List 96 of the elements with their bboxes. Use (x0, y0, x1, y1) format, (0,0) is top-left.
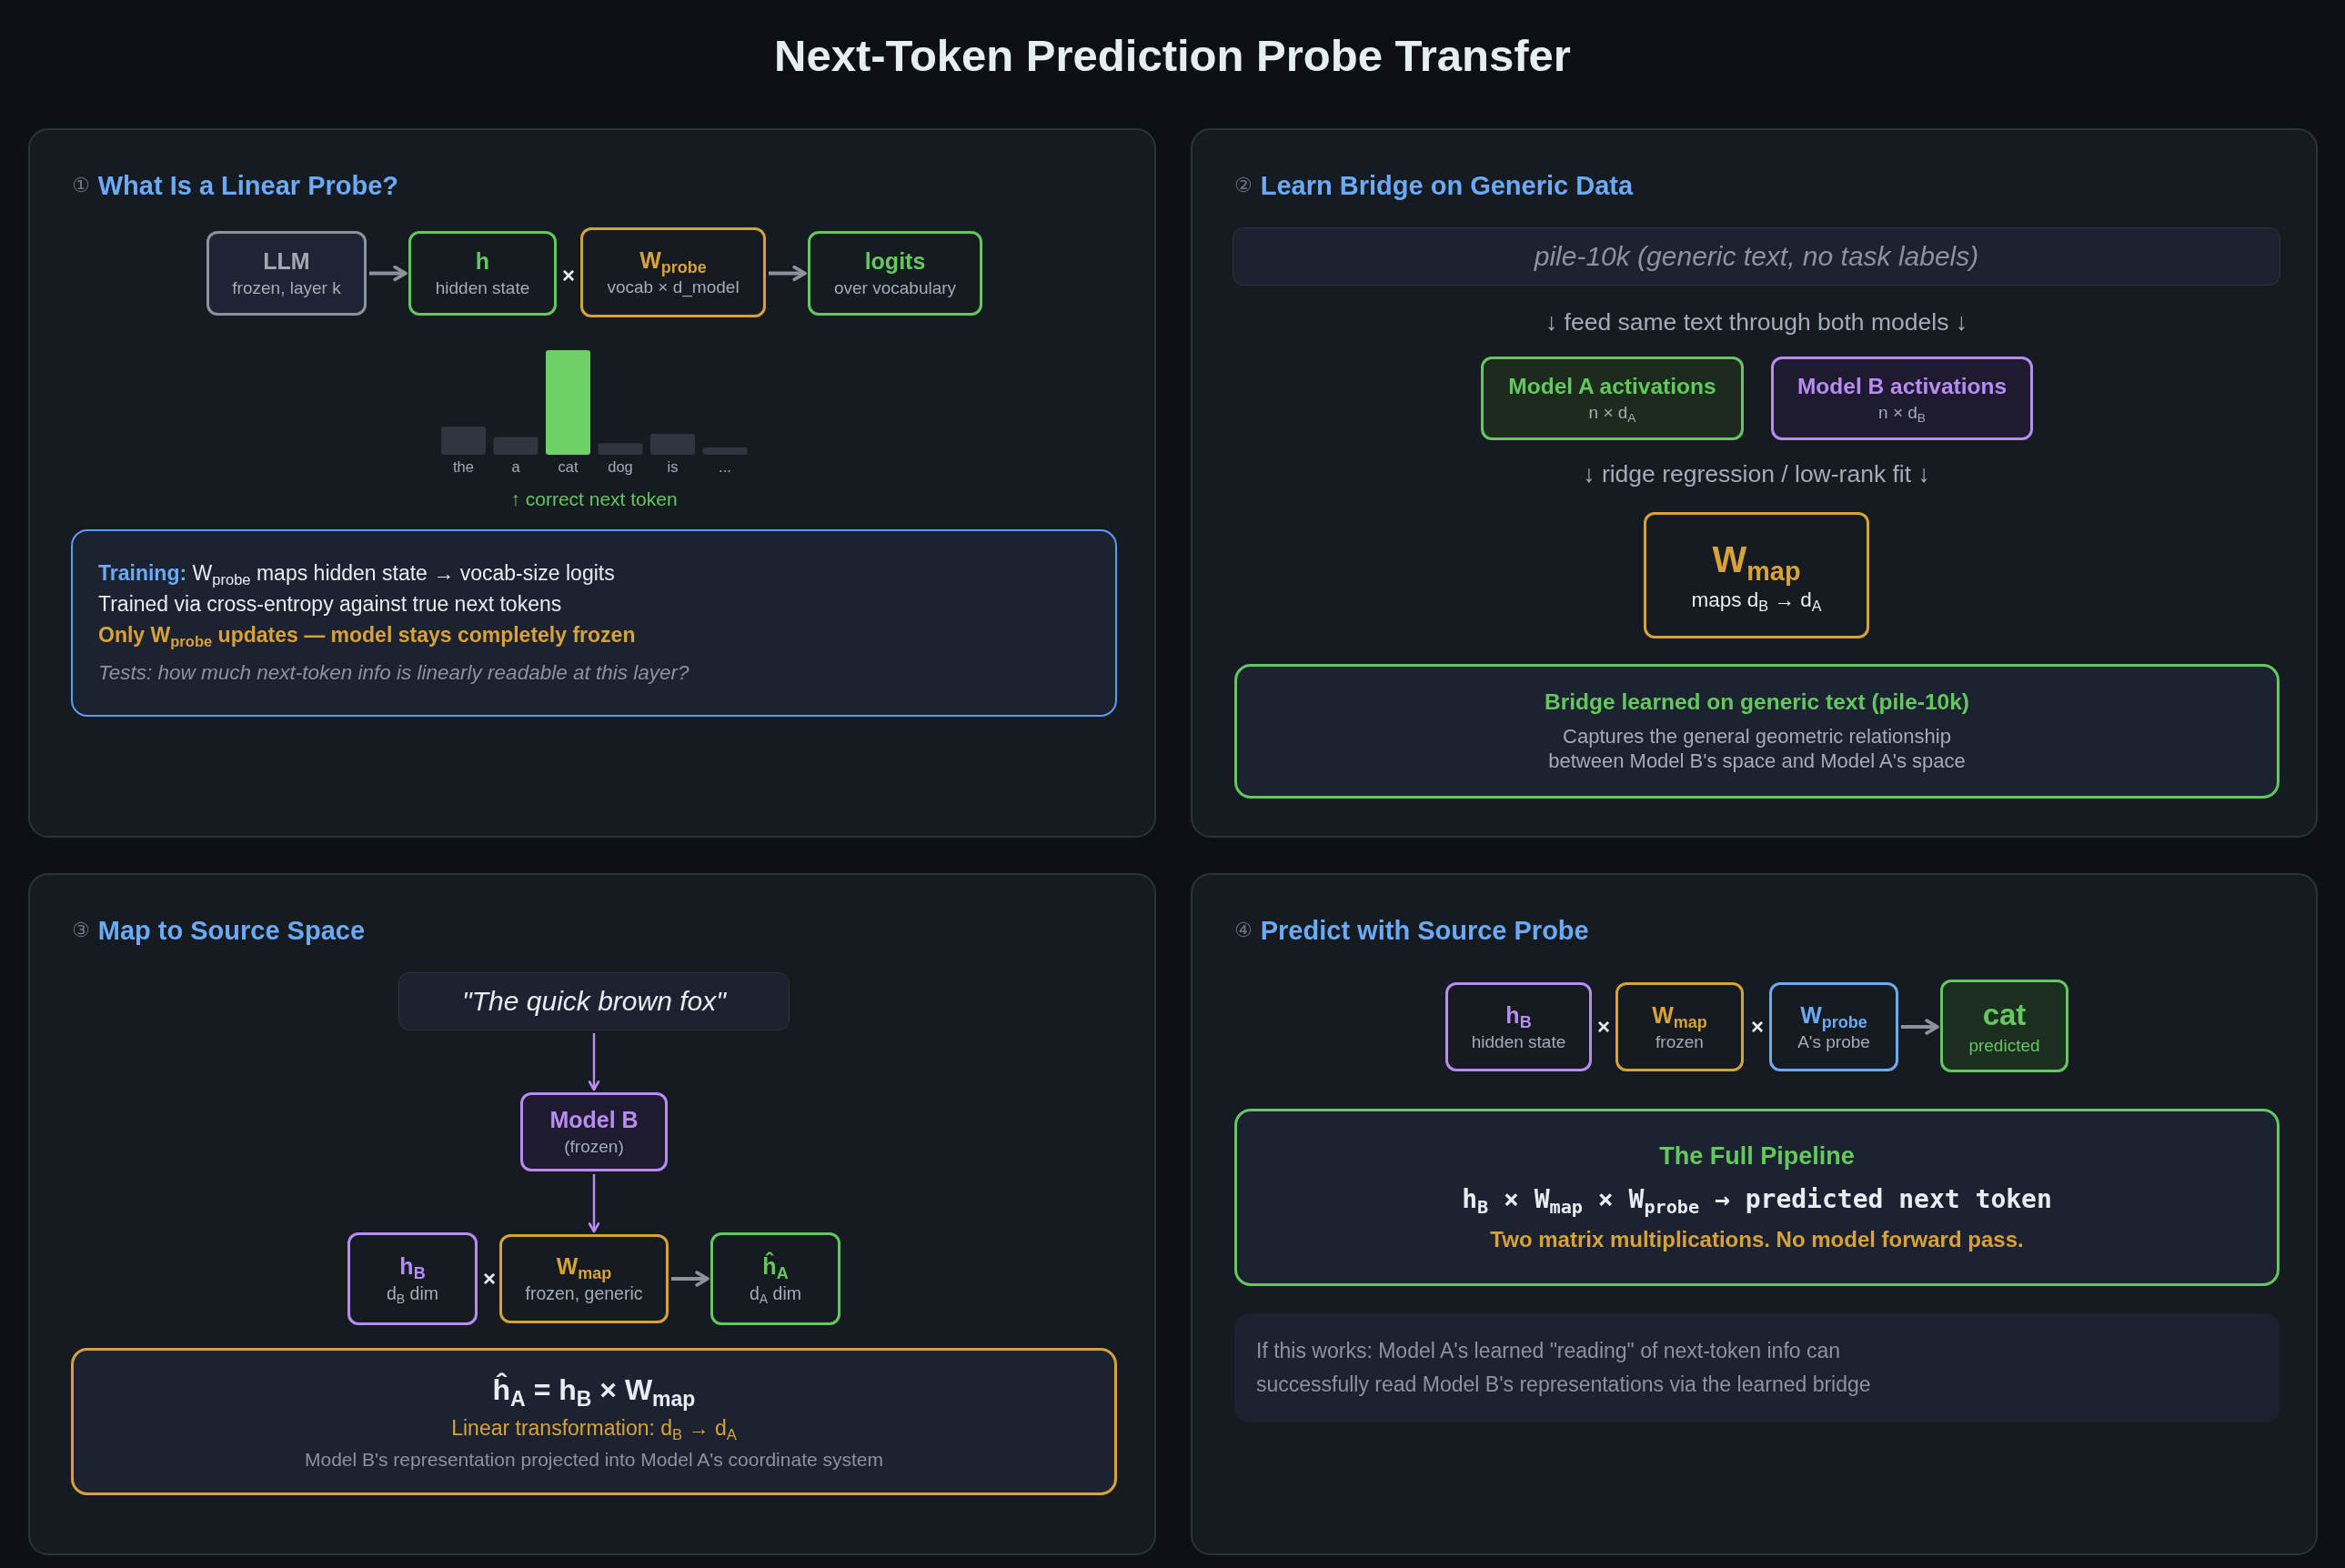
box-title: Model A activations (1508, 372, 1716, 400)
card-title: The Full Pipeline (1659, 1141, 1855, 1172)
note-text: If this works: Model A's learned "reading" of next-token info can successfully read Model B's representations via the learned bridge (1256, 1338, 1872, 1398)
panel-card (1191, 873, 2318, 1555)
card-text: Two matrix multiplications. No model forward pass. (1490, 1225, 2024, 1253)
category-label: dog (608, 458, 633, 477)
arrow (1901, 1019, 1939, 1035)
box-subtitle: maps d$_{B}$ → d$_{A}$ (1691, 588, 1822, 614)
box-subtitle: A's probe (1797, 1031, 1870, 1053)
flow-note: ↓ feed same text through both models ↓ (1545, 308, 1968, 337)
card-title: Bridge learned on generic text (pile-10k) (1545, 689, 1969, 717)
process-box (408, 231, 557, 316)
card-text: Linear transformation: d$_{B}$ → d$_{A}$ (451, 1414, 737, 1442)
equation: h$_{B}$ × W$_{map}$ × W$_{probe}$ → predicted next token (1462, 1182, 2052, 1215)
card-text: Captures the general geometric relationship between Model B's space and Model A's space (1547, 723, 1967, 774)
box-subtitle: hidden state (435, 277, 530, 299)
input-text-box (1233, 227, 2280, 286)
body-text: Trained via cross-entropy against true next tokens (98, 591, 562, 618)
panel-card (28, 128, 1156, 838)
box-title: ĥ$_{A}$ (762, 1252, 789, 1282)
body-text: Training: W$_{probe}$ maps hidden state → vocab-size logits (98, 560, 615, 588)
process-box (808, 231, 982, 316)
info-card (71, 529, 1117, 717)
input-text: pile-10k (generic text, no task labels) (1534, 240, 1979, 274)
box-subtitle: n × d$_{A}$ (1588, 402, 1636, 425)
box-subtitle: frozen (1656, 1031, 1704, 1053)
process-box (710, 1232, 840, 1325)
process-box (499, 1234, 669, 1323)
arrow (369, 265, 408, 282)
panel-card (28, 873, 1156, 1555)
panel-heading: Learn Bridge on Generic Data (1260, 169, 1634, 202)
input-text-box (398, 972, 790, 1030)
process-box (1769, 982, 1898, 1071)
box-title: logits (864, 247, 926, 276)
panel-heading: Predict with Source Probe (1260, 914, 1589, 947)
box-subtitle: vocab × d_model (607, 276, 740, 298)
multiply-sign: × (483, 1265, 496, 1292)
box-subtitle: frozen, layer k (232, 277, 341, 299)
box-title: Model B activations (1796, 372, 2008, 400)
process-box (1771, 357, 2033, 440)
box-title: h$_{B}$ (1505, 1000, 1532, 1030)
process-box (1445, 982, 1592, 1071)
process-box (580, 227, 766, 317)
process-box (206, 231, 367, 316)
box-title: W$_{map}$ (1652, 1000, 1707, 1030)
chart-annotation: ↑ correct next token (510, 487, 678, 511)
multiply-sign: × (1751, 1013, 1764, 1040)
step-number: ③ (72, 918, 90, 943)
box-subtitle: d$_{B}$ dim (386, 1282, 439, 1305)
multiply-sign: × (1597, 1013, 1610, 1040)
formula-card (71, 1348, 1117, 1495)
multiply-sign: × (562, 262, 575, 289)
process-box (1940, 980, 2068, 1072)
box-title: cat (1982, 996, 2027, 1033)
box-title: W$_{map}$ (556, 1252, 612, 1282)
panel-card (1191, 128, 2318, 838)
category-label: the (453, 458, 474, 477)
box-subtitle: predicted (1968, 1034, 2040, 1057)
arrow (769, 265, 807, 282)
process-box (520, 1092, 668, 1171)
box-subtitle: frozen, generic (525, 1282, 643, 1305)
body-text: Only W$_{probe}$ updates — model stays completely frozen (98, 621, 636, 648)
process-box (347, 1232, 478, 1325)
box-title: W$_{probe}$ (639, 246, 707, 276)
step-number: ① (72, 173, 90, 198)
box-title: W$_{probe}$ (1800, 1000, 1867, 1030)
step-number: ② (1234, 173, 1253, 198)
note-text: Tests: how much next-token info is linearly readable at this layer? (98, 659, 689, 686)
category-label: cat (558, 458, 579, 477)
box-subtitle: n × d$_{B}$ (1878, 402, 1926, 425)
arrow (588, 1174, 600, 1233)
box-subtitle: (frozen) (564, 1136, 624, 1158)
box-subtitle: hidden state (1471, 1030, 1566, 1053)
card-text: Model B's representation projected into Model A's coordinate system (305, 1448, 883, 1473)
flow-note: ↓ ridge regression / low-rank fit ↓ (1583, 460, 1930, 489)
box-title: LLM (263, 247, 310, 276)
step-number: ④ (1234, 918, 1253, 943)
process-box (1615, 982, 1744, 1071)
panel-heading: Map to Source Space (97, 914, 366, 947)
arrow (671, 1271, 710, 1287)
category-label: a (511, 458, 520, 477)
panel-heading: What Is a Linear Probe? (97, 169, 399, 202)
input-text: "The quick brown fox" (462, 985, 726, 1019)
formula-card (1234, 1109, 2280, 1286)
process-box (1481, 357, 1744, 440)
arrow (588, 1033, 600, 1091)
process-box (1644, 512, 1869, 638)
box-subtitle: over vocabulary (833, 277, 957, 299)
diagram-title: Next-Token Prediction Probe Transfer (774, 30, 1571, 82)
info-card (1234, 664, 2280, 799)
category-label: ... (719, 458, 731, 477)
box-subtitle: d$_{A}$ dim (749, 1282, 802, 1305)
box-title: h (475, 247, 490, 276)
box-title: h$_{B}$ (399, 1252, 426, 1282)
box-title: Model B (549, 1106, 639, 1134)
category-label: is (667, 458, 679, 477)
